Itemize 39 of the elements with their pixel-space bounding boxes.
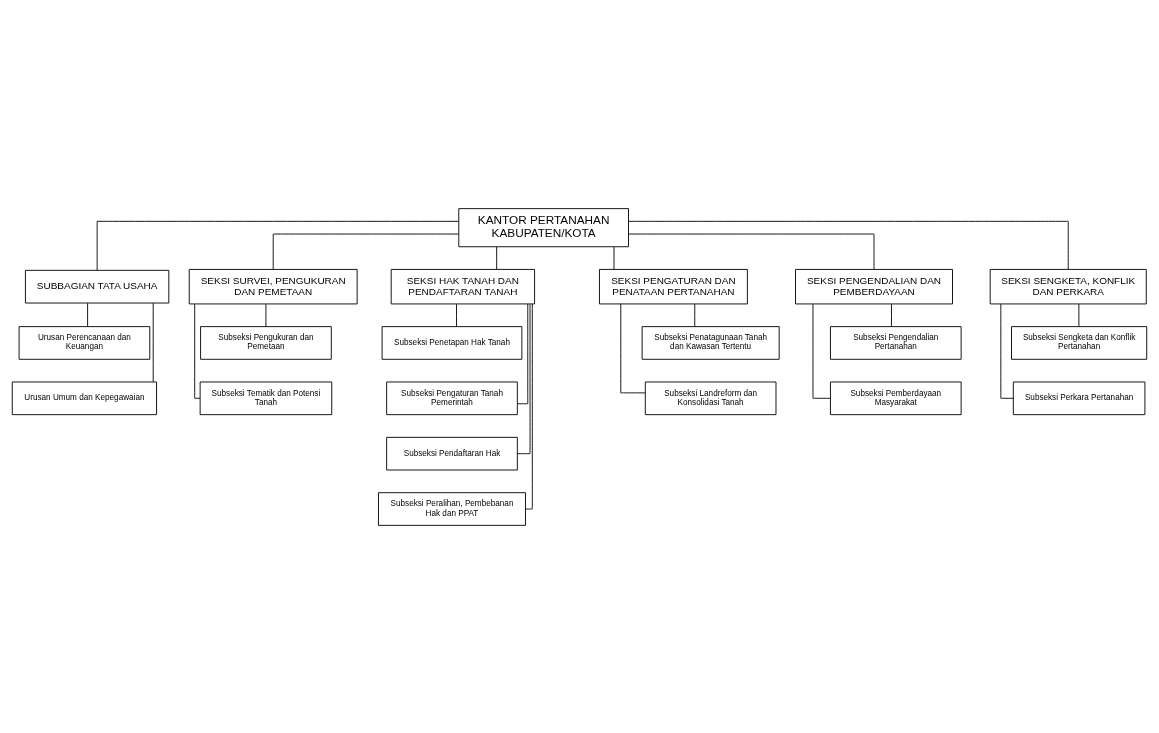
node-box: SEKSI PENGENDALIAN DAN PEMBERDAYAAN	[795, 268, 953, 304]
node-box: Subseksi Perkara Pertanahan	[1012, 381, 1146, 415]
node-box: SEKSI SURVEI, PENGUKURAN DAN PEMETAAN	[188, 268, 358, 304]
connector	[1078, 303, 1080, 327]
node-box: Subseksi Penatagunaan Tanah dan Kawasan Tertentu	[641, 325, 780, 360]
connector	[456, 303, 457, 327]
connector	[525, 303, 533, 509]
node-box: KANTOR PERTANAHAN KABUPATEN/KOTA	[458, 207, 629, 247]
node-box: SEKSI HAK TANAH DAN PENDAFTARAN TANAH	[390, 268, 536, 304]
node-box: Subseksi Pendaftaran Hak	[386, 436, 518, 470]
connector	[613, 246, 615, 270]
node-box: Urusan Umum dan Kepegawaian	[11, 381, 158, 415]
connector	[265, 303, 267, 327]
connector	[87, 302, 89, 327]
connector	[620, 303, 646, 393]
connector	[496, 246, 498, 270]
node-box: Subseksi Peralihan, Pembebanan Hak dan PPAT	[378, 491, 526, 526]
node-box: SEKSI SENGKETA, KONFLIK DAN PERKARA	[989, 268, 1147, 304]
node-box: Subseksi Penetapan Hak Tanah	[381, 325, 523, 360]
node-box: Subseksi Pemberdayaan Masyarakat	[830, 381, 962, 415]
connector	[891, 303, 892, 327]
connector	[152, 302, 154, 382]
node-box: Subseksi Landreform dan Konsolidasi Tanah	[644, 381, 777, 415]
connector	[628, 233, 875, 270]
connector	[812, 303, 831, 399]
connector	[517, 303, 531, 454]
connector	[694, 303, 696, 327]
node-box: SUBBAGIAN TATA USAHA	[24, 269, 170, 303]
connector	[272, 233, 459, 270]
node-box: Subseksi Pengukuran dan Pemetaan	[200, 325, 332, 360]
node-box: Subseksi Pengaturan Tanah Pemerintah	[386, 381, 518, 415]
connector	[96, 220, 460, 271]
node-box: Subseksi Pengendalian Pertanahan	[830, 325, 962, 360]
node-box: Subseksi Tematik dan Potensi Tanah	[199, 381, 333, 415]
node-box: Urusan Perencanaan dan Keuangan	[18, 325, 151, 360]
connector	[517, 303, 529, 404]
connector	[628, 220, 1069, 270]
node-box: Subseksi Sengketa dan Konflik Pertanahan	[1011, 325, 1148, 360]
node-box: SEKSI PENGATURAN DAN PENATAAN PERTANAHAN	[599, 268, 748, 304]
